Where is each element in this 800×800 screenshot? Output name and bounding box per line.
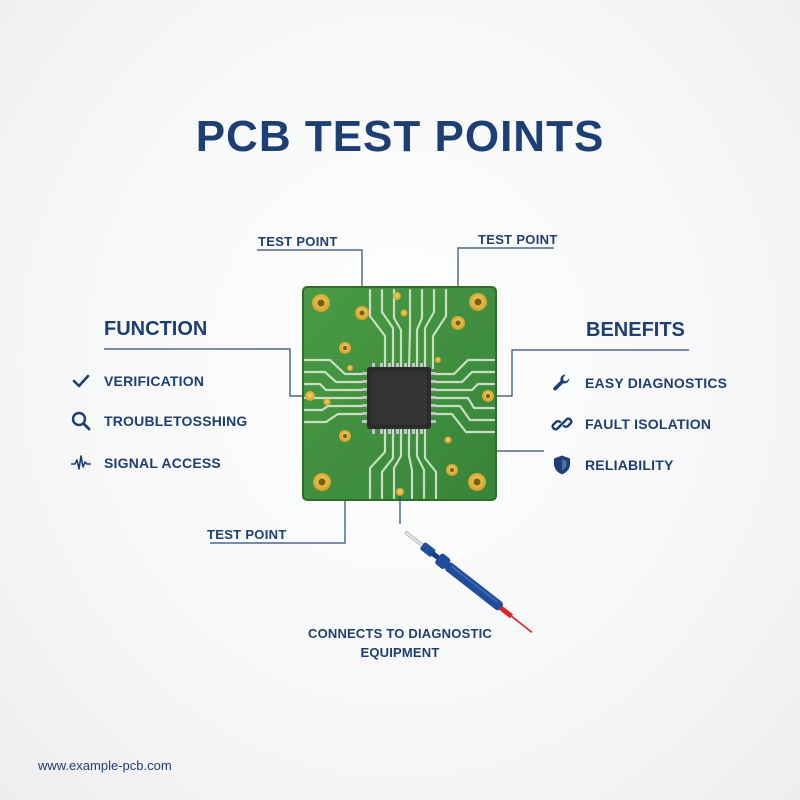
benefits-item-label: EASY DIAGNOSTICS: [585, 375, 728, 391]
benefits-item-label: RELIABILITY: [585, 457, 674, 473]
wrench-icon: [551, 372, 573, 394]
traces: [303, 288, 496, 500]
benefits-item-label: FAULT ISOLATION: [585, 416, 712, 432]
benefits-item-reliability: RELIABILITY: [551, 454, 674, 476]
benefits-item-easy-diagnostics: EASY DIAGNOSTICS: [551, 372, 727, 394]
test-point-pad: [323, 398, 331, 406]
test-point-label-bottom-left: TEST POINT: [207, 527, 287, 542]
probe-caption: CONNECTS TO DIAGNOSTIC EQUIPMENT: [250, 624, 550, 662]
function-item-signal-access: SIGNAL ACCESS: [70, 452, 221, 474]
probe: [404, 530, 533, 633]
probe-caption-line1: CONNECTS TO DIAGNOSTIC: [307, 626, 492, 641]
test-point-pad: [435, 357, 441, 363]
mounting-pads: [312, 293, 487, 491]
function-item-label: SIGNAL ACCESS: [104, 455, 221, 471]
test-point-pad: [347, 365, 353, 371]
function-item-verification: VERIFICATION: [70, 370, 204, 392]
test-point-label-top-right: TEST POINT: [478, 232, 558, 247]
test-point-label-top-left: TEST POINT: [258, 234, 338, 249]
checkmark-icon: [70, 370, 92, 392]
waveform-icon: [70, 452, 92, 474]
ic-chip: [362, 363, 436, 434]
test-point-pad: [396, 488, 404, 496]
test-point-pads: [305, 292, 494, 496]
test-point-pad: [400, 309, 408, 317]
magnifier-icon: [70, 410, 92, 432]
benefits-heading: BENEFITS: [586, 319, 685, 341]
function-heading: FUNCTION: [104, 318, 208, 340]
leader-function: [104, 348, 312, 397]
footer-url[interactable]: www.example-pcb.com: [38, 758, 172, 773]
probe-caption-line2: EQUIPMENT: [360, 645, 440, 660]
test-point-pad: [393, 292, 401, 300]
function-item-label: TROUBLETOSSHING: [104, 413, 248, 429]
test-point-pad: [305, 391, 315, 401]
function-item-troubleshooting: TROUBLETOSSHING: [70, 410, 248, 432]
function-item-label: VERIFICATION: [104, 373, 205, 389]
page-title: PCB TEST POINTS: [195, 112, 605, 161]
chain-link-icon: [551, 413, 573, 435]
pcb-board: [302, 286, 497, 501]
benefits-item-fault-isolation: FAULT ISOLATION: [551, 413, 711, 435]
shield-icon: [551, 454, 573, 476]
leader-benefits: [488, 349, 689, 397]
test-point-pad: [444, 436, 452, 444]
